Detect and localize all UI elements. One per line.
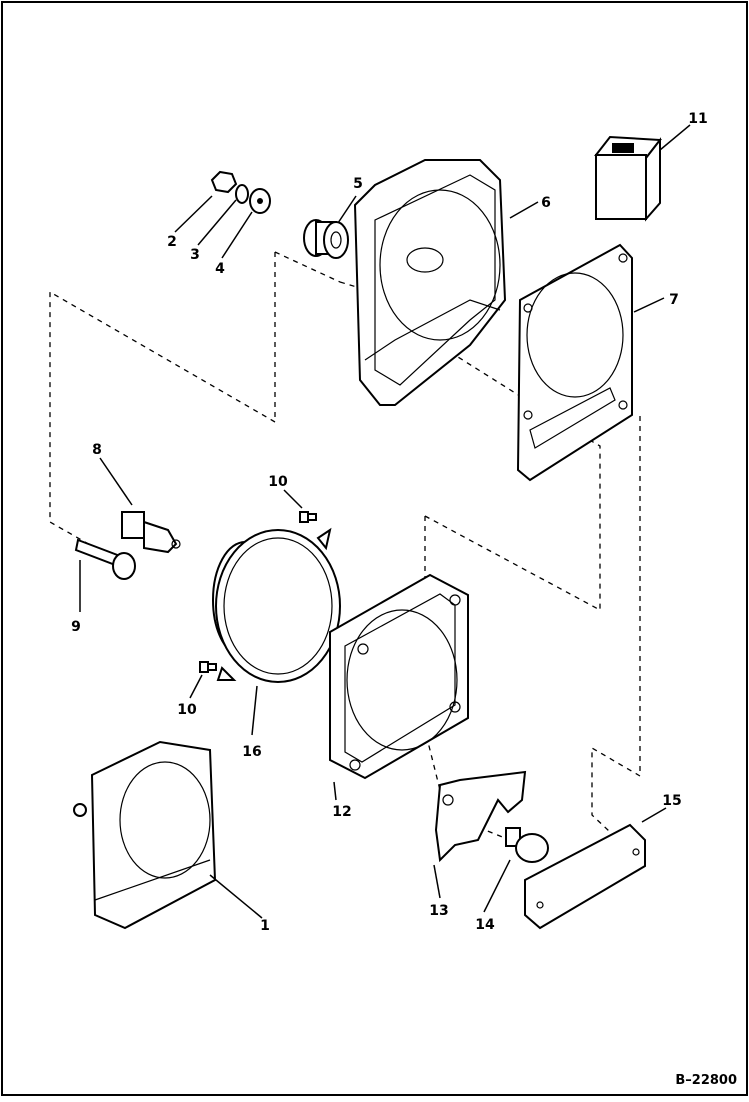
callout-12: 12 [332, 804, 351, 820]
callout-16: 16 [242, 744, 261, 760]
callout-5: 5 [353, 176, 363, 192]
callout-14: 14 [475, 917, 495, 933]
callout-15: 15 [662, 793, 681, 809]
callout-2: 2 [167, 234, 177, 250]
part-1-headlight-assembly [73, 740, 217, 930]
callout-11: 11 [688, 111, 707, 127]
part-10-screw-top [299, 511, 317, 523]
part-16-lamp [212, 527, 341, 683]
callout-13: 13 [429, 903, 448, 919]
part-14-small-bulb [505, 827, 549, 863]
callout-4: 4 [215, 261, 225, 277]
part-8-bulb [121, 511, 181, 554]
part-10-screw-bottom [199, 661, 217, 673]
part-15-marker-lens [524, 823, 646, 930]
callout-3: 3 [190, 247, 200, 263]
parts-2-3-4-hardware [210, 170, 271, 214]
callout-6: 6 [541, 195, 551, 211]
part-13-bracket [434, 770, 527, 863]
part-6-housing [353, 159, 507, 406]
callout-8: 8 [92, 442, 102, 458]
part-9-bulb-boot [74, 538, 136, 580]
callout-9: 9 [71, 619, 81, 635]
figure-id: B–22800 [675, 1073, 737, 1088]
callout-7: 7 [669, 292, 679, 308]
part-12-bezel [329, 573, 469, 780]
callout-1: 1 [260, 918, 270, 934]
callout-10-top: 10 [268, 474, 288, 490]
callout-10-bottom: 10 [177, 702, 197, 718]
part-11-filter-box [594, 135, 662, 222]
part-7-gasket [516, 243, 633, 482]
part-5-grommet [303, 219, 349, 259]
leader-lines [79, 124, 691, 919]
callout-labels: 1 2 3 4 5 6 7 8 9 10 10 11 12 13 14 15 1… [71, 111, 708, 934]
